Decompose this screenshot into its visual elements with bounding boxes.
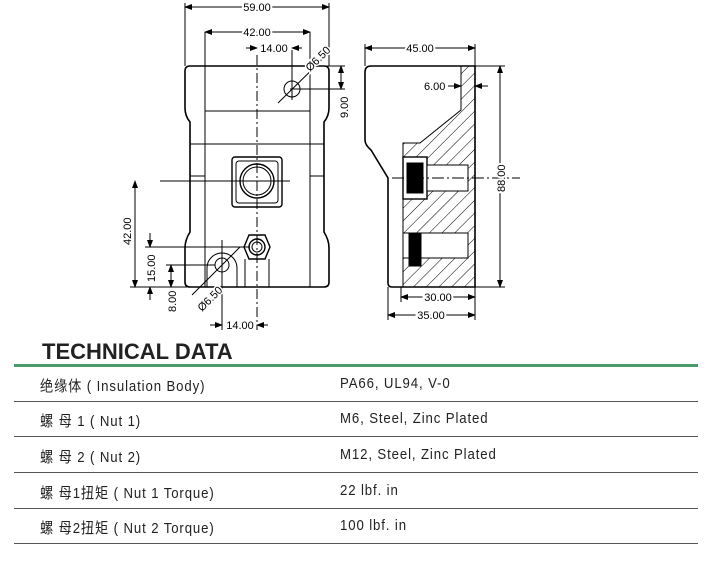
row-label: 螺 母 1 ( Nut 1) — [40, 413, 142, 430]
dim-35: 35.00 — [417, 310, 445, 322]
dim-14-bottom: 14.00 — [226, 320, 254, 332]
row-value: M12, Steel, Zinc Plated — [340, 446, 497, 463]
row-value: 100 lbf. in — [340, 517, 407, 534]
row-value: 22 lbf. in — [340, 482, 399, 499]
table-row: 绝缘体 ( Insulation Body) PA66, UL94, V-0 — [14, 367, 698, 402]
table-row: 螺 母1扭矩 ( Nut 1 Torque) 22 lbf. in — [14, 474, 698, 509]
dim-14-top: 14.00 — [260, 43, 288, 55]
row-label: 螺 母1扭矩 ( Nut 1 Torque) — [40, 485, 215, 502]
section-title: TECHNICAL DATA — [42, 339, 233, 364]
dim-9: 9.00 — [339, 97, 351, 118]
row-label: 绝缘体 ( Insulation Body) — [40, 378, 206, 395]
table-row: 螺 母 1 ( Nut 1) M6, Steel, Zinc Plated — [14, 402, 698, 437]
dim-8: 8.00 — [167, 291, 179, 312]
row-label: 螺 母 2 ( Nut 2) — [40, 449, 142, 466]
dim-42-height: 42.00 — [122, 217, 134, 245]
dim-42-width: 42.00 — [243, 27, 271, 39]
dim-15: 15.00 — [146, 254, 158, 282]
table-row: 螺 母 2 ( Nut 2) M12, Steel, Zinc Plated — [14, 438, 698, 473]
title-divider — [14, 364, 698, 367]
front-view — [130, 3, 345, 330]
row-value: PA66, UL94, V-0 — [340, 375, 451, 392]
dim-59: 59.00 — [243, 2, 271, 14]
dim-6: 6.00 — [424, 81, 445, 93]
technical-drawing: 59.00 42.00 14.00 Ø6.50 9.00 42.00 15.00… — [122, 0, 520, 332]
dim-dia-bottom: Ø6.50 — [196, 284, 226, 314]
row-label: 螺 母2扭矩 ( Nut 2 Torque) — [40, 520, 215, 537]
dim-88: 88.00 — [496, 164, 508, 192]
dim-45: 45.00 — [406, 43, 434, 55]
side-view — [364, 44, 520, 320]
table-row: 螺 母2扭矩 ( Nut 2 Torque) 100 lbf. in — [14, 509, 698, 544]
dim-30: 30.00 — [424, 292, 452, 304]
row-value: M6, Steel, Zinc Plated — [340, 410, 489, 427]
